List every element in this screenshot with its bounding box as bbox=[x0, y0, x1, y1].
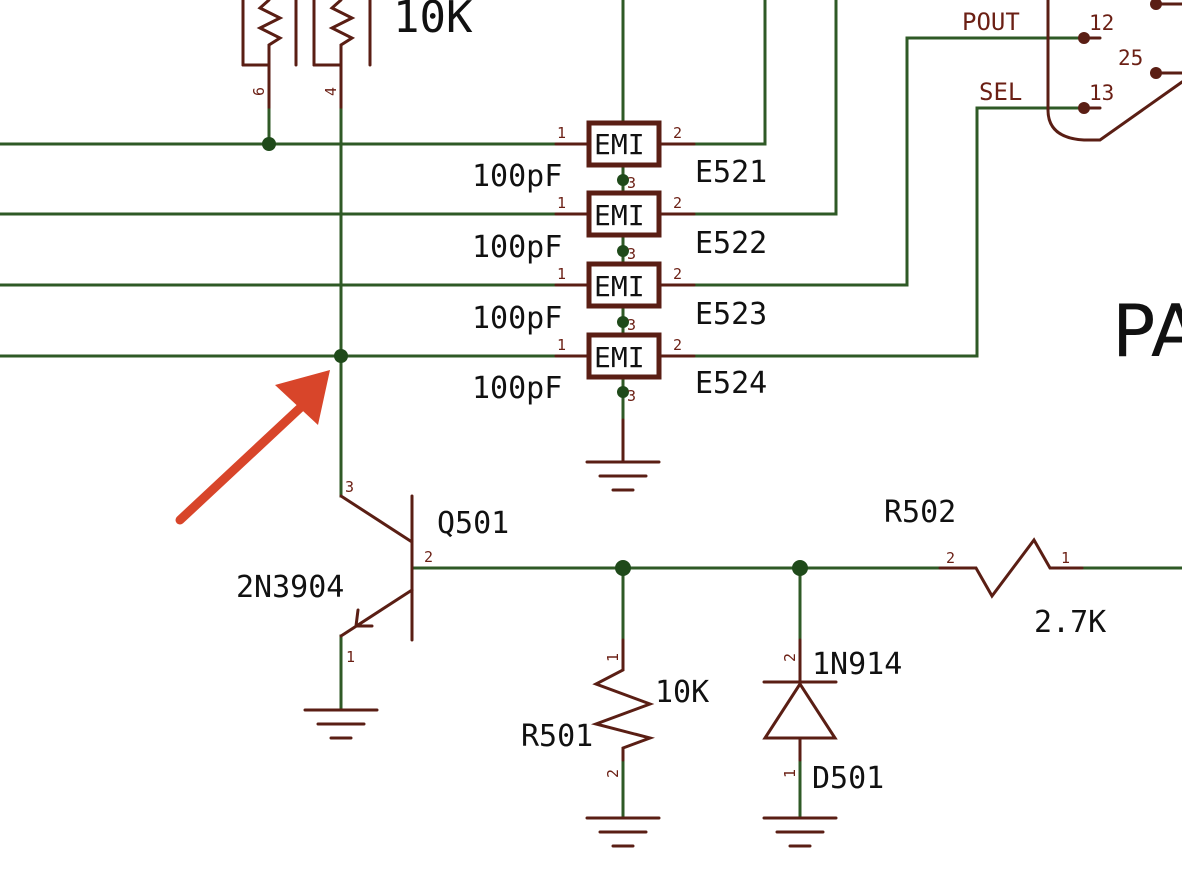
connector-pin-13: 13 bbox=[1089, 81, 1114, 105]
net-label-sel: SEL bbox=[979, 78, 1022, 106]
emi-ref: E524 bbox=[695, 366, 767, 401]
ground-symbol-emi bbox=[585, 418, 661, 492]
emi-ref: E521 bbox=[695, 155, 767, 190]
q501-pin-base: 2 bbox=[424, 548, 433, 566]
r502-pin-right: 1 bbox=[1061, 549, 1070, 567]
r501-value: 10K bbox=[655, 675, 709, 710]
ground-symbol-q501 bbox=[303, 708, 379, 740]
emi-pin1: 1 bbox=[557, 194, 566, 212]
annotation-arrow-icon bbox=[175, 370, 330, 525]
rpack-pin-right: 4 bbox=[322, 87, 340, 96]
ground-symbol-d501 bbox=[762, 816, 838, 848]
r501-pin-bottom: 2 bbox=[604, 769, 622, 778]
r501-ref: R501 bbox=[521, 719, 593, 754]
d501-ref: D501 bbox=[812, 761, 884, 796]
emi-cap-value: 100pF bbox=[472, 371, 562, 406]
emi-filter-e523: EMI 1 2 3 100pF E523 bbox=[472, 261, 767, 336]
emi-filter-e521: EMI 1 2 3 100pF E521 bbox=[472, 120, 767, 194]
transistor-q501: 3 2 1 Q501 2N3904 bbox=[236, 478, 509, 666]
r502-pin-left: 2 bbox=[946, 549, 955, 567]
r502-value: 2.7K bbox=[1034, 605, 1106, 640]
emi-pin2: 2 bbox=[673, 265, 682, 283]
q501-pin-emitter: 1 bbox=[346, 648, 355, 666]
emi-pin1: 1 bbox=[557, 336, 566, 354]
emi-pin2: 2 bbox=[673, 336, 682, 354]
d501-part: 1N914 bbox=[812, 647, 902, 682]
emi-pin3: 3 bbox=[627, 316, 636, 334]
connector-pin-12: 12 bbox=[1089, 11, 1114, 35]
emi-pin1: 1 bbox=[557, 265, 566, 283]
emi-ref: E522 bbox=[695, 226, 767, 261]
connector-pin-25: 25 bbox=[1118, 46, 1143, 70]
r502-ref: R502 bbox=[884, 495, 956, 530]
resistor-r502: 2 1 R502 2.7K bbox=[884, 495, 1106, 640]
resistor-pack: 6 4 10K bbox=[241, 0, 473, 112]
net-label-pout: POUT bbox=[962, 8, 1020, 36]
resistor-r501: 1 2 10K R501 bbox=[521, 638, 709, 778]
emi-cap-value: 100pF bbox=[472, 159, 562, 194]
emi-pin2: 2 bbox=[673, 124, 682, 142]
emi-body-label: EMI bbox=[594, 341, 645, 374]
d501-pin-top: 2 bbox=[781, 653, 799, 662]
emi-body-label: EMI bbox=[594, 128, 645, 161]
emi-pin1: 1 bbox=[557, 124, 566, 142]
emi-pin2: 2 bbox=[673, 194, 682, 212]
emi-filter-e524: EMI 1 2 3 100pF E524 bbox=[472, 332, 767, 406]
wires bbox=[0, 0, 1182, 820]
emi-pin3: 3 bbox=[627, 245, 636, 263]
r501-pin-top: 1 bbox=[604, 653, 622, 662]
emi-ref: E523 bbox=[695, 297, 767, 332]
connector-title-partial: PA bbox=[1112, 289, 1182, 373]
ground-symbol-r501 bbox=[585, 816, 661, 848]
emi-cap-value: 100pF bbox=[472, 301, 562, 336]
d501-pin-bottom: 1 bbox=[781, 769, 799, 778]
rpack-value: 10K bbox=[393, 0, 473, 43]
emi-body-label: EMI bbox=[594, 199, 645, 232]
rpack-pin-left: 6 bbox=[250, 87, 268, 96]
q501-part: 2N3904 bbox=[236, 570, 344, 605]
q501-ref: Q501 bbox=[437, 506, 509, 541]
emi-body-label: EMI bbox=[594, 270, 645, 303]
diode-d501: 2 1 1N914 D501 bbox=[762, 638, 902, 796]
emi-filter-e522: EMI 1 2 3 100pF E522 bbox=[472, 190, 767, 265]
connector: POUT SEL 12 13 25 PA bbox=[962, 0, 1182, 373]
emi-pin3: 3 bbox=[627, 387, 636, 405]
q501-pin-collector: 3 bbox=[345, 478, 354, 496]
junctions bbox=[262, 137, 808, 576]
emi-cap-value: 100pF bbox=[472, 230, 562, 265]
emi-pin3: 3 bbox=[627, 174, 636, 192]
